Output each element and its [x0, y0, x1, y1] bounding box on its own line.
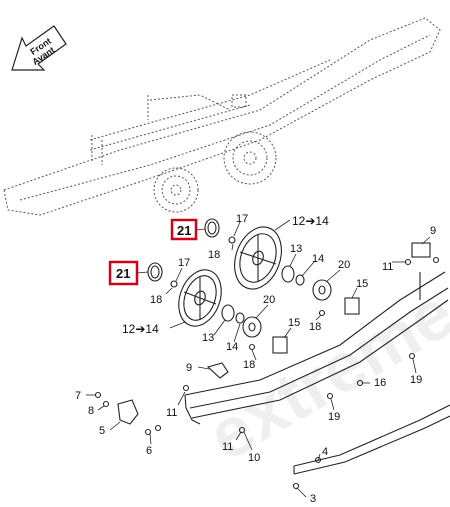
label-18-b: 18 — [150, 294, 162, 306]
washer-20b — [242, 316, 262, 338]
label-12-14-lower: 12➔14 — [122, 322, 159, 336]
callout-box-21-upper — [170, 218, 198, 241]
bearing-ring-upper — [204, 218, 220, 238]
block-15-upper — [344, 297, 360, 315]
label-17-upper: 17 — [236, 213, 248, 225]
label-18-a: 18 — [208, 249, 220, 261]
washer-17a — [228, 236, 236, 244]
label-11-c: 11 — [222, 441, 233, 453]
label-6: 6 — [146, 445, 152, 457]
label-13-lower: 13 — [202, 332, 214, 344]
label-9-upper: 9 — [430, 225, 436, 237]
label-7: 7 — [75, 390, 81, 402]
label-9-lower: 9 — [186, 362, 192, 374]
label-19-a: 19 — [410, 374, 422, 386]
label-20-lower: 20 — [263, 294, 275, 306]
label-5: 5 — [99, 425, 105, 437]
bracket-9-lower — [206, 362, 229, 379]
label-14-lower: 14 — [226, 341, 238, 353]
idler-wheel-upper — [234, 226, 282, 290]
label-18-d: 18 — [243, 359, 255, 371]
label-10: 10 — [248, 452, 260, 464]
label-21-lower: 21 — [116, 266, 130, 281]
label-11-b: 11 — [166, 407, 177, 419]
label-12-14-upper: 12➔14 — [292, 214, 329, 228]
label-16: 16 — [374, 377, 386, 389]
block-15-lower — [272, 336, 288, 354]
label-19-b: 19 — [328, 411, 340, 423]
idler-wheel-lower — [178, 269, 222, 327]
label-21-upper: 21 — [177, 223, 191, 238]
wear-strip — [293, 404, 450, 475]
leader-lines — [86, 219, 431, 498]
label-13-upper: 13 — [290, 243, 302, 255]
washer-17b — [170, 280, 178, 288]
label-11-a: 11 — [382, 261, 393, 273]
label-18-c: 18 — [309, 321, 321, 333]
label-3: 3 — [310, 493, 316, 505]
fasteners — [94, 256, 440, 490]
label-14-upper: 14 — [312, 253, 324, 265]
upper-suspension-rail — [3, 17, 441, 216]
label-17-lower: 17 — [178, 257, 190, 269]
label-15-upper: 15 — [356, 278, 368, 290]
stopper-5 — [117, 399, 139, 425]
label-15-lower: 15 — [288, 317, 300, 329]
label-20-upper: 20 — [338, 259, 350, 271]
front-direction-arrow: Front Avant — [11, 25, 67, 71]
washer-20a — [312, 279, 332, 301]
label-4: 4 — [322, 446, 328, 458]
spacer-13a — [281, 265, 295, 283]
label-8: 8 — [88, 405, 94, 417]
slide-rail — [184, 271, 449, 425]
bracket-9-upper — [411, 242, 431, 258]
spacer-13b — [221, 304, 235, 322]
